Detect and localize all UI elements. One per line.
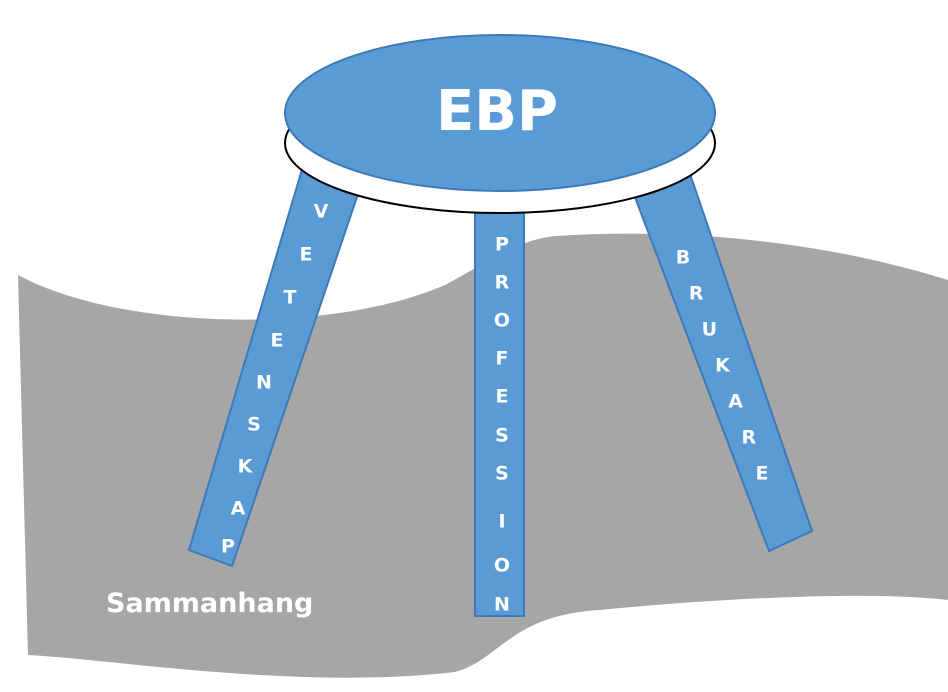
leg-brukare-letter: K [715, 355, 731, 377]
leg-vetenskap-letter: N [256, 372, 272, 394]
leg-profession-letter: I [498, 511, 505, 533]
leg-brukare-letter: B [676, 247, 690, 269]
leg-vetenskap-letter: T [284, 287, 297, 309]
leg-profession-letter: O [494, 310, 510, 332]
seat-label: EBP [436, 79, 558, 144]
leg-vetenskap-letter: S [247, 414, 261, 436]
leg-profession-letter: E [496, 386, 509, 408]
leg-brukare-letter: R [689, 283, 704, 305]
leg-profession-body [474, 205, 525, 617]
leg-profession-letter: S [495, 425, 509, 447]
leg-profession-letter: S [495, 463, 509, 485]
leg-vetenskap-letter: E [300, 244, 313, 266]
ground-label: Sammanhang [106, 588, 313, 619]
leg-vetenskap-letter: V [314, 201, 329, 223]
leg-profession-letter: R [495, 272, 510, 294]
leg-vetenskap-letter: E [271, 330, 284, 352]
seat-top [284, 34, 716, 192]
leg-profession-letter: P [495, 234, 509, 256]
leg-profession-letter: F [496, 348, 509, 370]
leg-vetenskap-letter: A [231, 498, 246, 520]
leg-brukare-letter: A [728, 391, 743, 413]
leg-brukare-letter: U [702, 319, 717, 341]
leg-vetenskap-letter: K [238, 456, 254, 478]
leg-brukare-letter: E [756, 463, 769, 485]
leg-profession-letter: N [494, 594, 510, 616]
leg-profession-letter: O [494, 555, 510, 577]
leg-vetenskap-letter: P [221, 536, 235, 558]
leg-brukare-letter: R [742, 427, 757, 449]
